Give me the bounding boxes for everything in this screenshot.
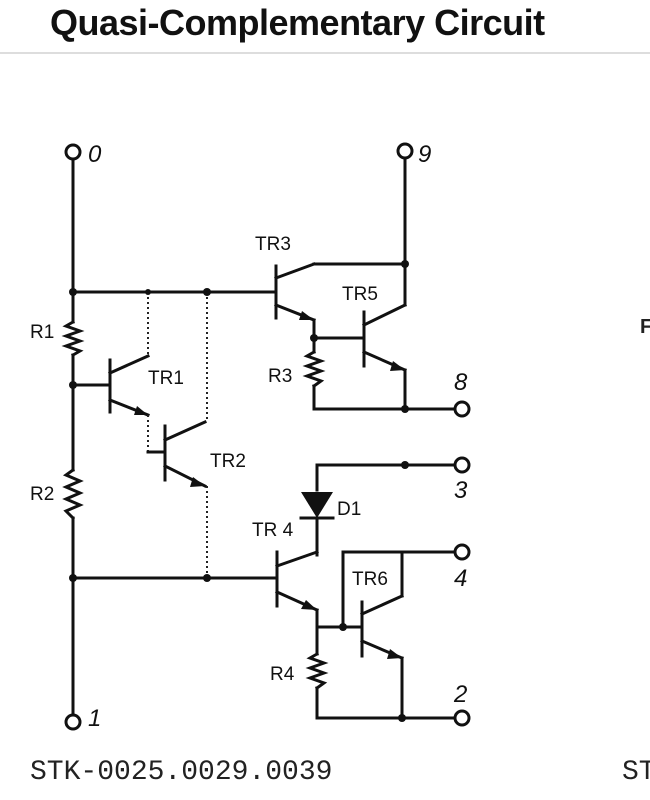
label-pin-1: 1 xyxy=(88,705,101,732)
label-r2: R2 xyxy=(30,484,54,505)
tr6-collector xyxy=(360,594,404,616)
label-r4: R4 xyxy=(270,664,295,685)
tr4-collector xyxy=(275,550,319,568)
label-r3: R3 xyxy=(268,366,292,387)
label-pin-3: 3 xyxy=(454,477,468,504)
tr1-collector xyxy=(108,354,150,375)
label-tr1: TR1 xyxy=(148,368,184,389)
junction-dot xyxy=(398,714,406,722)
label-pin-0: 0 xyxy=(88,141,102,168)
pin-3 xyxy=(453,456,471,474)
label-pin-9: 9 xyxy=(418,141,431,168)
label-tr6: TR6 xyxy=(352,569,388,590)
cropped-edge-text: F xyxy=(640,316,650,338)
pin-4 xyxy=(453,543,471,561)
junction-dot xyxy=(203,574,211,582)
resistor-r1 xyxy=(61,319,85,358)
tr1-emitter-arrow xyxy=(134,406,148,415)
tr4-emitter-arrow xyxy=(301,600,317,610)
label-tr2: TR2 xyxy=(210,451,246,472)
junction-dot xyxy=(310,334,318,342)
part-number-caption: STK-0025.0029.0039 xyxy=(30,757,333,788)
tr5-emitter-arrow xyxy=(390,361,405,371)
junction-dot xyxy=(203,288,211,296)
junction-dot xyxy=(69,288,77,296)
junction-dot xyxy=(145,289,151,295)
diode-d1 xyxy=(301,492,333,518)
resistor-r4 xyxy=(305,651,329,691)
label-d1: D1 xyxy=(337,499,361,520)
label-pin-4: 4 xyxy=(454,565,467,592)
label-tr3: TR3 xyxy=(255,234,291,255)
junction-dot xyxy=(339,623,347,631)
pin-8 xyxy=(453,400,471,418)
pin-1 xyxy=(64,713,82,731)
tr2-emitter-arrow xyxy=(190,477,205,487)
tr3-collector xyxy=(274,262,316,280)
resistor-r2 xyxy=(62,467,84,521)
junction-dot xyxy=(401,405,409,413)
cropped-caption-right: ST xyxy=(622,757,650,788)
pin-0 xyxy=(64,143,82,161)
label-pin-2: 2 xyxy=(453,681,467,708)
junction-dot xyxy=(401,260,409,268)
tr6-emitter-arrow xyxy=(387,649,402,659)
label-r1: R1 xyxy=(30,322,54,343)
junction-dot xyxy=(69,381,77,389)
pin-9 xyxy=(396,142,414,160)
label-tr4: TR 4 xyxy=(252,520,294,541)
page-title: Quasi-Complementary Circuit xyxy=(50,2,545,43)
label-pin-8: 8 xyxy=(454,369,468,396)
junction-dot xyxy=(401,461,409,469)
label-tr5: TR5 xyxy=(342,284,378,305)
scan-rule xyxy=(0,52,650,54)
resistor-r3 xyxy=(302,349,326,389)
tr2-collector xyxy=(163,420,207,442)
tr5-collector xyxy=(361,302,408,328)
pin-2 xyxy=(453,709,471,727)
junction-dot xyxy=(69,574,77,582)
tr3-emitter-arrow xyxy=(299,311,314,320)
